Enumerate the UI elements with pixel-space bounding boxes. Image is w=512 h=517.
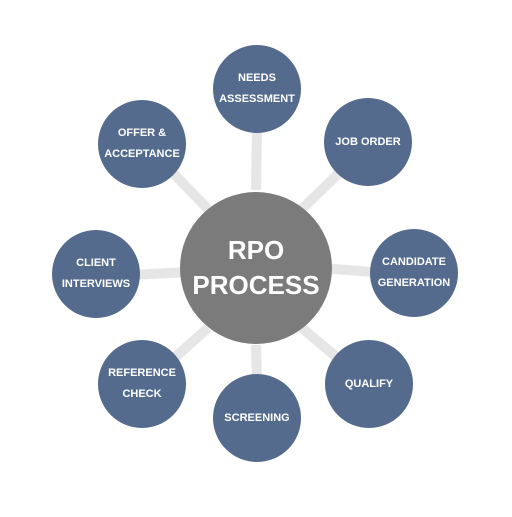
step-label-reference-check: REFERENCE CHECK: [108, 367, 176, 400]
node-circle-offer-acceptance: [98, 100, 186, 188]
step-label-screening: SCREENING: [224, 411, 290, 424]
connector-needs-assessment: [251, 127, 262, 191]
connector-client-interviews: [129, 267, 191, 280]
step-label-candidate-generation: CANDIDATE GENERATION: [377, 256, 451, 289]
step-label-offer-acceptance: OFFER & ACCEPTANCE: [104, 127, 180, 160]
node-circle-needs-assessment: [213, 45, 301, 133]
connector-reference-check: [168, 324, 212, 364]
node-circle-job-order: [324, 98, 412, 186]
step-label-client-interviews: CLIENT INTERVIEWS: [61, 257, 131, 290]
node-circle-candidate-generation: [370, 229, 458, 317]
node-circle-reference-check: [98, 340, 186, 428]
node-circle-screening: [213, 374, 301, 462]
node-circle-client-interviews: [52, 230, 140, 318]
hub-title: RPO PROCESS: [192, 234, 320, 300]
connector-qualify: [298, 324, 344, 364]
node-circle-qualify: [325, 340, 413, 428]
step-label-qualify: QUALIFY: [344, 377, 394, 390]
step-label-needs-assessment: NEEDS ASSESSMENT: [219, 72, 295, 105]
step-label-job-order: JOB ORDER: [335, 135, 401, 148]
connector-offer-acceptance: [168, 168, 212, 213]
connector-job-order: [298, 168, 344, 213]
hub-circle: [180, 192, 332, 344]
